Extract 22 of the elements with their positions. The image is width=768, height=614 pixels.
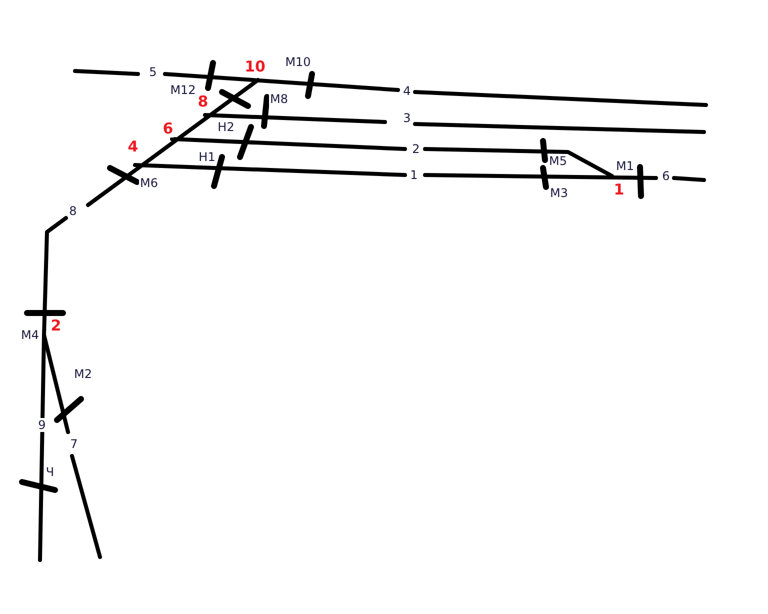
signal-label: Н2: [216, 120, 236, 134]
signal-label: М10: [284, 55, 312, 69]
signal-label: М5: [548, 154, 568, 168]
signal-label: Ч: [44, 465, 56, 479]
track-number: 9: [37, 418, 47, 432]
track-number: 5: [148, 65, 158, 79]
signal-label: М4: [20, 328, 40, 342]
signal-label: М8: [269, 92, 289, 106]
signal-label: М1: [615, 159, 635, 173]
track-number: 8: [68, 204, 78, 218]
switch-number: 6: [162, 120, 174, 138]
track-number: 2: [411, 142, 421, 156]
signal-label: М12: [169, 83, 197, 97]
track-number: 6: [661, 169, 671, 183]
signal-label: Н1: [198, 150, 216, 164]
track-number: 4: [402, 84, 412, 98]
signal-label: М3: [549, 186, 569, 200]
signal-label: М6: [139, 176, 159, 190]
track-number: 3: [402, 111, 412, 125]
track-number: 1: [409, 168, 419, 182]
signal-label: М2: [73, 367, 93, 381]
track-number: 7: [69, 437, 79, 451]
